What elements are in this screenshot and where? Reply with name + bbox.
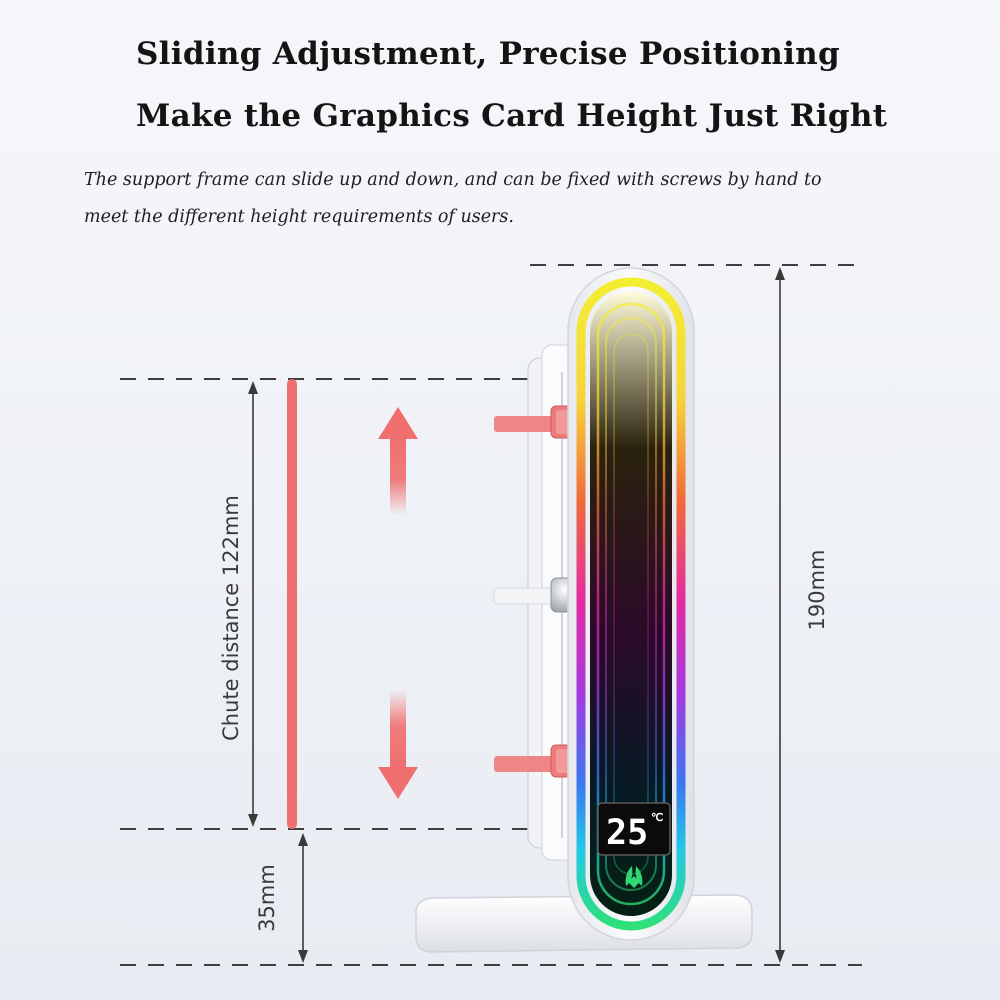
total-height-dimension xyxy=(775,267,785,963)
temperature-value: 25 xyxy=(606,813,648,853)
dashed-reference-lines xyxy=(120,264,862,966)
chute-distance-label: Chute distance 122mm xyxy=(219,495,243,741)
total-height-label: 190mm xyxy=(805,550,829,631)
leaf-logo-icon xyxy=(625,866,643,888)
support-prong-top xyxy=(494,416,562,432)
rgb-light-ring xyxy=(576,277,686,931)
base-height-label: 35mm xyxy=(255,864,279,932)
chute-dimension xyxy=(248,381,258,827)
description-line-2: meet the different height requirements o… xyxy=(84,207,514,227)
sliding-arrow-up-icon xyxy=(378,407,418,515)
support-prong-bottom xyxy=(494,756,562,772)
temperature-unit: ℃ xyxy=(651,811,663,824)
headline-line-2: Make the Graphics Card Height Just Right xyxy=(136,98,888,134)
headline-line-1: Sliding Adjustment, Precise Positioning xyxy=(136,36,840,72)
description: The support frame can slide up and down,… xyxy=(84,162,914,236)
gpu-support-holder: 25 ℃ xyxy=(415,267,753,953)
temperature-display xyxy=(597,802,671,856)
sliding-arrow-down-icon xyxy=(378,690,418,799)
description-line-1: The support frame can slide up and down,… xyxy=(84,170,822,190)
base-height-dimension xyxy=(298,833,308,963)
